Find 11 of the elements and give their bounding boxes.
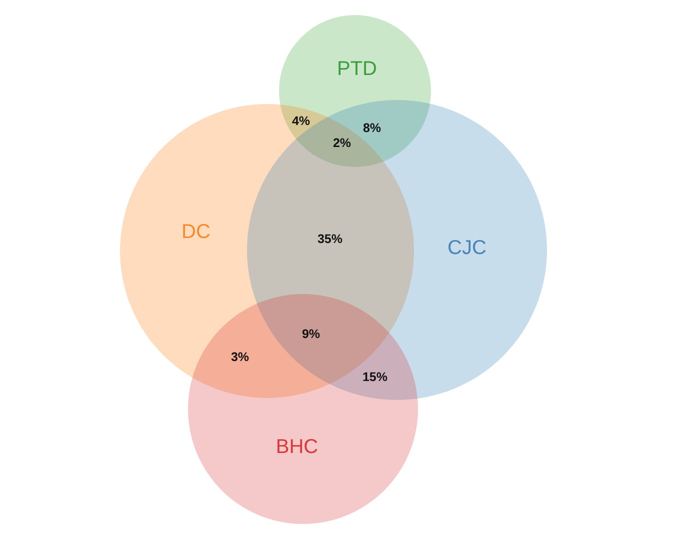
percentage-label: 35% [317,232,343,246]
percentage-label: 4% [292,114,310,128]
set-label: PTD [337,59,377,79]
set-label: CJC [448,238,486,258]
set-label: BHC [276,437,318,457]
percentage-label: 3% [230,350,250,364]
percentage-label: 8% [362,122,382,134]
percentage-label: 9% [302,328,320,340]
percentage-label: 15% [362,370,388,384]
percentage-label: 2% [332,136,352,150]
set-label: DC [182,222,210,242]
